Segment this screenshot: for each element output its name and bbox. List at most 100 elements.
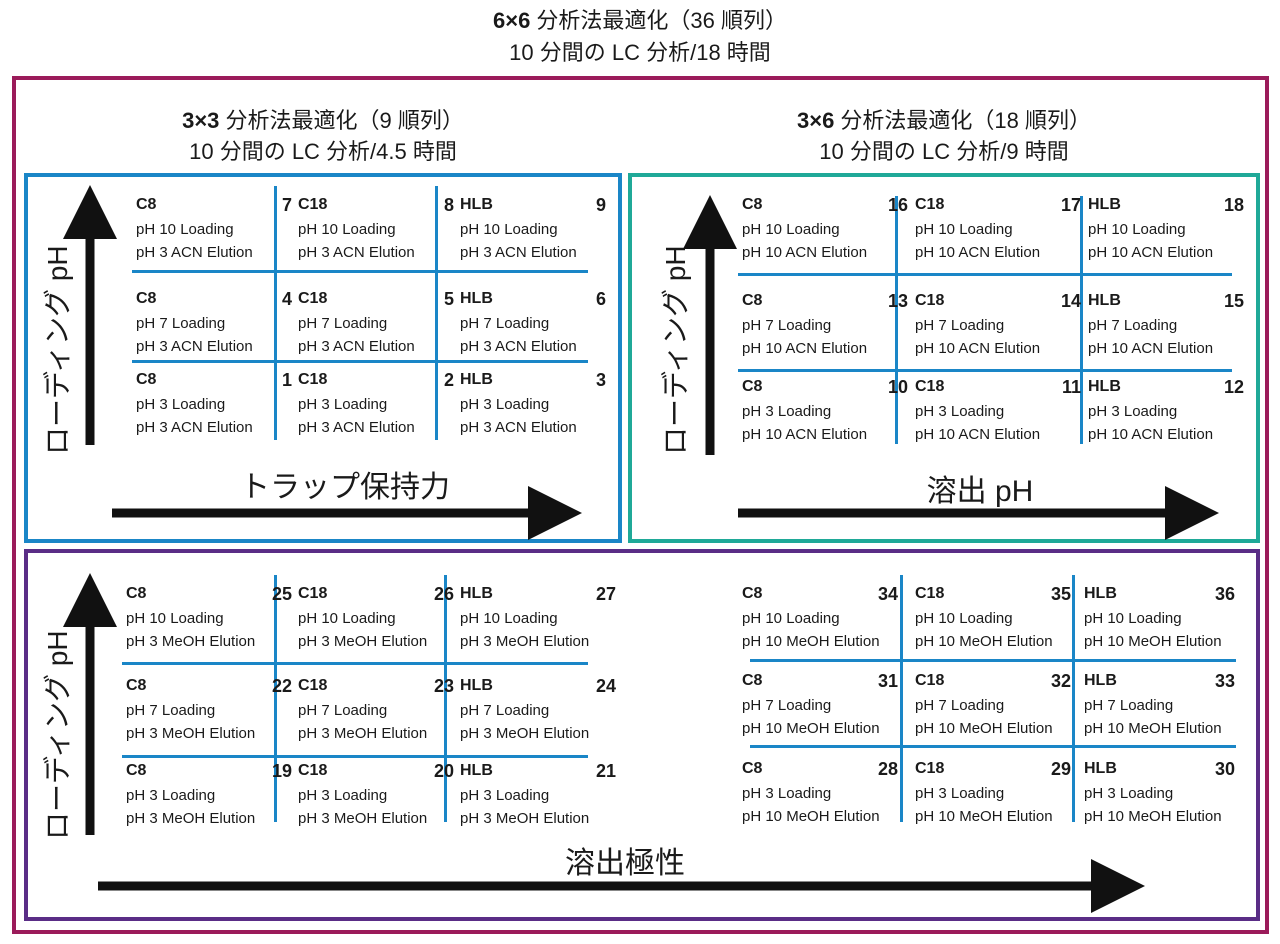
cell-number: 31 xyxy=(877,671,898,691)
cell-loading-text: pH 3 Loading xyxy=(136,396,226,413)
q1-title-rest: 分析法最適化（9 順列） xyxy=(219,108,464,133)
cell-loading-text: pH 3 Loading xyxy=(742,785,832,802)
cell-number: 18 xyxy=(1223,195,1244,215)
cell-loading-text: pH 10 Loading xyxy=(298,610,396,627)
cell-number: 29 xyxy=(1050,759,1071,779)
cell-elution-text: pH 10 ACN Elution xyxy=(742,340,868,357)
cell-number: 34 xyxy=(877,584,898,604)
q3-x-axis-label: 溶出極性 xyxy=(565,847,685,880)
cell-column-name: HLB xyxy=(1084,585,1117,602)
cell-number: 27 xyxy=(595,584,616,604)
cell-column-name: HLB xyxy=(460,371,493,388)
cell-elution-text: pH 3 ACN Elution xyxy=(298,338,415,355)
cell-column-name: C18 xyxy=(298,677,328,694)
cell-elution-text: pH 3 ACN Elution xyxy=(136,244,253,261)
cell-elution-text: pH 10 ACN Elution xyxy=(742,244,868,261)
method-cell: C18 29 pH 3 Loading pH 10 MeOH Elution xyxy=(915,759,1075,832)
cell-column-name: HLB xyxy=(1088,196,1121,213)
q2-title: 3×6 分析法最適化（18 順列） xyxy=(628,106,1260,136)
cell-number: 10 xyxy=(887,377,908,397)
cell-loading-text: pH 7 Loading xyxy=(1088,317,1178,334)
cell-elution-text: pH 10 MeOH Elution xyxy=(915,808,1053,825)
cell-elution-text: pH 10 ACN Elution xyxy=(1088,340,1214,357)
cell-column-name: C8 xyxy=(126,677,147,694)
cell-column-name: C18 xyxy=(915,760,945,777)
method-cell: HLB 18 pH 10 Loading pH 10 ACN Elution xyxy=(1088,195,1248,268)
cell-elution-text: pH 3 MeOH Elution xyxy=(298,633,428,650)
cell-loading-text: pH 3 Loading xyxy=(460,787,550,804)
q2-x-axis-label: 溶出 pH xyxy=(926,475,1034,508)
cell-column-name: HLB xyxy=(1084,760,1117,777)
cell-loading-text: pH 7 Loading xyxy=(298,702,388,719)
cell-number: 3 xyxy=(595,370,606,390)
cell-loading-text: pH 10 Loading xyxy=(1088,221,1186,238)
main-title-rest: 分析法最適化（36 順列） xyxy=(530,8,788,33)
cell-elution-text: pH 3 MeOH Elution xyxy=(298,725,428,742)
grid-hline xyxy=(738,273,1232,276)
cell-elution-text: pH 3 MeOH Elution xyxy=(460,810,590,827)
cell-loading-text: pH 10 Loading xyxy=(915,610,1013,627)
cell-column-name: C8 xyxy=(136,196,157,213)
cell-loading-text: pH 10 Loading xyxy=(1084,610,1182,627)
cell-elution-text: pH 10 ACN Elution xyxy=(915,426,1041,443)
main-subtitle: 10 分間の LC 分析/18 時間 xyxy=(509,40,771,65)
cell-loading-text: pH 10 Loading xyxy=(742,610,840,627)
cell-elution-text: pH 3 ACN Elution xyxy=(136,419,253,436)
cell-loading-text: pH 7 Loading xyxy=(742,317,832,334)
grid-hline xyxy=(738,369,1232,372)
cell-column-name: C8 xyxy=(126,762,147,779)
cell-loading-text: pH 10 Loading xyxy=(460,221,558,238)
cell-number: 36 xyxy=(1214,584,1235,604)
q2-3x6-frame xyxy=(628,173,1260,543)
cell-number: 25 xyxy=(271,584,292,604)
cell-number: 2 xyxy=(443,370,454,390)
cell-number: 4 xyxy=(281,289,292,309)
cell-loading-text: pH 3 Loading xyxy=(915,785,1005,802)
cell-elution-text: pH 10 MeOH Elution xyxy=(915,633,1053,650)
cell-column-name: HLB xyxy=(460,677,493,694)
cell-column-name: C8 xyxy=(126,585,147,602)
q2-subtitle: 10 分間の LC 分析/9 時間 xyxy=(819,139,1069,164)
grid-vline xyxy=(274,575,277,822)
grid-hline xyxy=(122,662,588,665)
cell-loading-text: pH 3 Loading xyxy=(1084,785,1174,802)
cell-elution-text: pH 3 ACN Elution xyxy=(298,419,415,436)
cell-elution-text: pH 10 ACN Elution xyxy=(742,426,868,443)
cell-column-name: C18 xyxy=(915,585,945,602)
cell-column-name: C18 xyxy=(915,196,945,213)
cell-number: 11 xyxy=(1061,377,1081,397)
main-title-bold: 6×6 xyxy=(492,8,531,33)
cell-loading-text: pH 7 Loading xyxy=(460,702,550,719)
cell-elution-text: pH 10 ACN Elution xyxy=(915,340,1041,357)
cell-number: 17 xyxy=(1060,195,1081,215)
cell-elution-text: pH 10 MeOH Elution xyxy=(742,720,880,737)
cell-elution-text: pH 10 ACN Elution xyxy=(1088,244,1214,261)
cell-loading-text: pH 10 Loading xyxy=(742,221,840,238)
grid-vline xyxy=(1080,196,1083,444)
cell-loading-text: pH 7 Loading xyxy=(136,315,226,332)
cell-elution-text: pH 3 MeOH Elution xyxy=(460,633,590,650)
cell-number: 8 xyxy=(443,195,454,215)
cell-loading-text: pH 3 Loading xyxy=(460,396,550,413)
grid-vline xyxy=(1072,575,1075,822)
cell-elution-text: pH 10 MeOH Elution xyxy=(1084,720,1222,737)
cell-column-name: C8 xyxy=(136,290,157,307)
q1-3x3-frame xyxy=(24,173,622,543)
grid-vline xyxy=(895,196,898,444)
cell-loading-text: pH 7 Loading xyxy=(126,702,216,719)
cell-loading-text: pH 10 Loading xyxy=(298,221,396,238)
q3-bottom-frame xyxy=(24,549,1260,921)
q1-title: 3×3 分析法最適化（9 順列） xyxy=(24,106,622,136)
cell-number: 7 xyxy=(281,195,292,215)
cell-column-name: C18 xyxy=(298,762,328,779)
